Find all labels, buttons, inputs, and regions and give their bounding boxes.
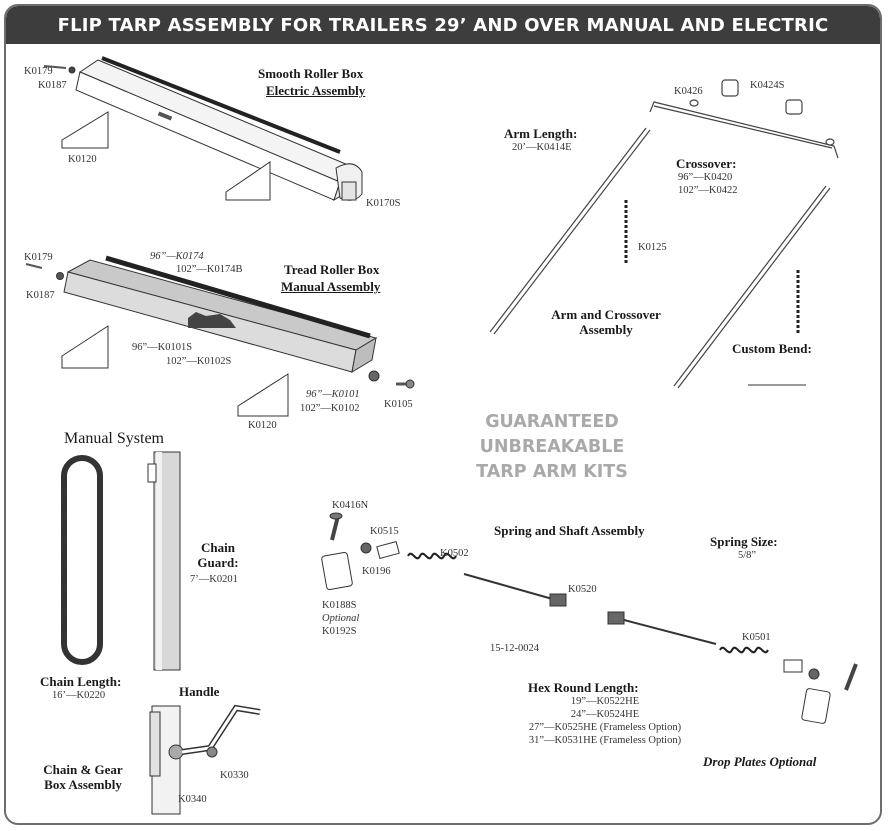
spring-shaft-heading: Spring and Shaft Assembly — [494, 523, 645, 538]
tread-roller-heading: Tread Roller Box — [284, 262, 380, 277]
part-label: K0426 — [674, 86, 703, 97]
box-size: 96”—K0101S — [132, 342, 193, 353]
arm-assembly-heading: Arm and Crossover Assembly — [551, 307, 661, 337]
plate-optional-label: Optional — [322, 613, 360, 624]
chain-length-value: 16’—K0220 — [52, 690, 106, 701]
chain-guard-heading: Chain Guard: — [197, 540, 239, 570]
page-title: FLIP TARP ASSEMBLY FOR TRAILERS 29’ AND … — [57, 14, 829, 36]
manual-system-drawing — [61, 451, 261, 815]
guarantee-text: GUARANTEED UNBREAKABLE TARP ARM KITS — [476, 412, 628, 482]
smooth-roller-subheading: Electric Assembly — [266, 83, 366, 98]
part-label: K0120 — [68, 154, 97, 165]
part-label: K0520 — [568, 584, 597, 595]
part-label: K0502 — [440, 548, 469, 559]
cap-size: 102”—K0102 — [300, 403, 360, 414]
tread-roller-box-drawing — [25, 255, 415, 417]
shaft-size: 96”—K0174 — [150, 251, 204, 262]
part-label: K0340 — [178, 794, 207, 805]
diagram-frame: FLIP TARP ASSEMBLY FOR TRAILERS 29’ AND … — [4, 4, 882, 825]
part-label: K0179 — [24, 252, 53, 263]
hex-round-value: 31”—K0531HE (Frameless Option) — [528, 735, 682, 746]
arm-length-value: 20’—K0414E — [512, 142, 572, 153]
plate-part-label: K0188S — [322, 600, 357, 611]
spring-size-heading: Spring Size: — [710, 534, 778, 549]
part-label: K0105 — [384, 399, 413, 410]
part-label: K0515 — [370, 526, 399, 537]
part-label: K0187 — [38, 80, 67, 91]
hex-round-value: 19”—K0522HE — [570, 696, 640, 707]
hex-round-heading: Hex Round Length: — [528, 680, 639, 695]
custom-bend-heading: Custom Bend: — [732, 341, 812, 356]
crossover-heading: Crossover: — [676, 156, 737, 171]
crossover-value: 96”—K0420 — [678, 172, 733, 183]
arm-length-heading: Arm Length: — [504, 126, 578, 141]
part-label: K0187 — [26, 290, 55, 301]
part-label: K0125 — [638, 242, 667, 253]
spring-size-value: 5/8” — [738, 550, 757, 561]
shaft-size: 102”—K0174B — [176, 264, 243, 275]
title-bar: FLIP TARP ASSEMBLY FOR TRAILERS 29’ AND … — [6, 6, 880, 44]
hex-round-value: 24”—K0524HE — [570, 709, 640, 720]
chain-length-heading: Chain Length: — [40, 674, 122, 689]
chain-guard-value: 7’—K0201 — [190, 574, 238, 585]
part-label: K0179 — [24, 66, 53, 77]
manual-system-heading: Manual System — [64, 430, 164, 447]
assembly-code: 15-12-0024 — [490, 643, 539, 654]
smooth-roller-heading: Smooth Roller Box — [258, 66, 364, 81]
cap-size: 96”—K0101 — [306, 389, 360, 400]
smooth-roller-box-drawing — [43, 56, 363, 202]
part-label: K0196 — [362, 566, 391, 577]
part-label: K0416N — [332, 500, 369, 511]
plate-part-label: K0192S — [322, 626, 357, 637]
crossover-value: 102”—K0422 — [678, 185, 738, 196]
part-label: K0424S — [750, 80, 785, 91]
drop-plates-note: Drop Plates Optional — [703, 754, 817, 769]
part-label: K0120 — [248, 420, 277, 431]
part-label: K0501 — [742, 632, 771, 643]
spring-shaft-drawing — [321, 512, 858, 724]
gearbox-heading: Chain & Gear Box Assembly — [43, 762, 123, 792]
arm-crossover-drawing — [489, 79, 839, 389]
hex-round-value: 27”—K0525HE (Frameless Option) — [528, 722, 682, 733]
handle-heading: Handle — [179, 684, 220, 699]
box-size: 102”—K0102S — [166, 356, 232, 367]
tread-roller-subheading: Manual Assembly — [281, 279, 381, 294]
part-label: K0170S — [366, 198, 401, 209]
part-label: K0330 — [220, 770, 249, 781]
